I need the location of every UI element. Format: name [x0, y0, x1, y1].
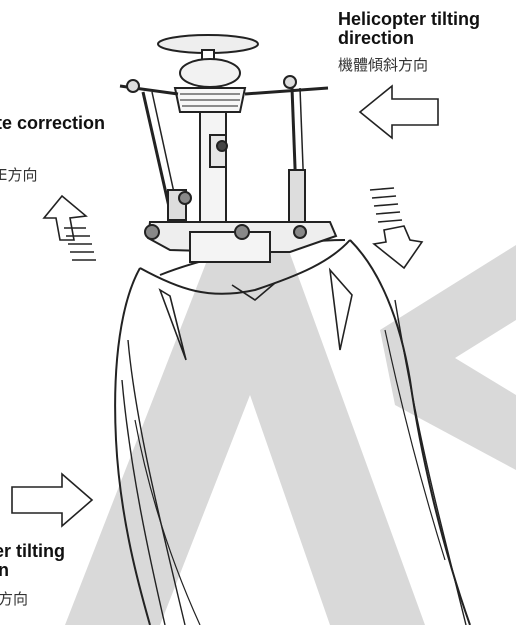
watermark [65, 240, 516, 625]
top-right-chinese: 機體傾斜方向 [338, 56, 429, 74]
arrow-up-left-stripes [64, 227, 96, 261]
watermark-letter-l [380, 245, 516, 470]
top-right-title-line1: Helicopter tilting [338, 9, 481, 29]
left-top-chinese: E方向 [0, 166, 38, 184]
canopy [114, 239, 471, 625]
arrow-down-right-stripes [369, 187, 403, 223]
arrow-down-right [372, 225, 424, 270]
left-bottom-chinese: 方向 [0, 590, 29, 608]
watermark-letter-a [65, 240, 425, 625]
arrows [11, 84, 439, 528]
arrow-left-top-right [358, 84, 439, 140]
arrow-up-left [42, 194, 88, 241]
arrow-left-bottom-right [11, 472, 94, 528]
left-bottom-title-line1: er tilting [0, 541, 65, 561]
left-top-title: te correction [0, 113, 106, 133]
left-bottom-title-line2: n [0, 560, 9, 580]
rotor-head [119, 34, 338, 263]
top-right-title-line2: direction [338, 28, 415, 48]
